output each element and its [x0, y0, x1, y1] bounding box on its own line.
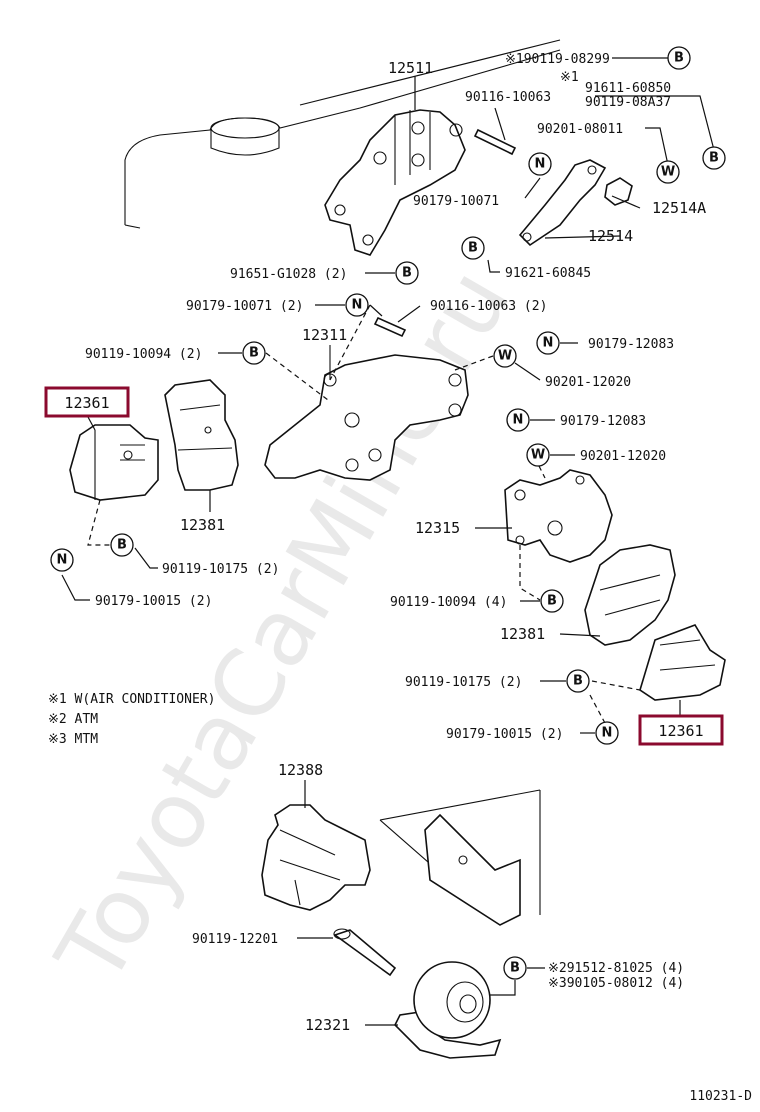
symbol-w-circle-3: [526, 443, 550, 467]
svg-text:N: N: [513, 413, 524, 428]
part-90201-12020-b[interactable]: 90201-12020: [580, 449, 666, 464]
symbol-b-circle-2: [702, 146, 726, 170]
mount-12361-left: [69, 424, 159, 501]
stud-90116-middle: [373, 316, 407, 338]
symbol-b-circle-3: [461, 236, 485, 260]
stay-12514: [518, 159, 607, 247]
part-90119-10094-2[interactable]: 90119-10094 (2): [85, 347, 202, 362]
bracket-12311: [264, 345, 469, 481]
part-90179-10071-2[interactable]: 90179-10071 (2): [186, 299, 303, 314]
part-90119-10094-4[interactable]: 90119-10094 (4): [390, 595, 507, 610]
stud-90116: [473, 128, 517, 156]
part-12361-right[interactable]: 12361: [658, 722, 703, 740]
svg-text:B: B: [510, 961, 520, 976]
insulator-12381-left: [164, 379, 239, 491]
symbol-b-circle-9: [503, 956, 527, 980]
part-12361-left[interactable]: 12361: [64, 394, 109, 412]
svg-text:B: B: [402, 266, 412, 281]
diagram-id: 110231-D: [689, 1089, 752, 1104]
part-12311[interactable]: 12311: [302, 326, 347, 344]
symbol-b-circle-5: [242, 341, 266, 365]
part-12514[interactable]: 12514: [588, 227, 633, 245]
symbol-b-circle-1: [667, 46, 691, 70]
bracket-12315: [504, 469, 613, 563]
symbol-n-circle-1: [528, 152, 552, 176]
symbol-n-circle-5: [50, 548, 74, 572]
part-12388[interactable]: 12388: [278, 761, 323, 779]
part-90119-10175-b[interactable]: 90119-10175 (2): [405, 675, 522, 690]
svg-text:B: B: [547, 594, 557, 609]
insulator-12381-right: [584, 544, 676, 646]
part-90119-12201[interactable]: 90119-12201: [192, 932, 278, 947]
svg-text:W: W: [661, 165, 675, 180]
symbol-b-circle-4: [395, 261, 419, 285]
symbol-circles: B B W N B B N B N W N W B N B B N: [50, 46, 726, 980]
mount-12321: [394, 961, 502, 1059]
part-12381-left[interactable]: 12381: [180, 516, 225, 534]
highlight-box-12361-right[interactable]: [638, 714, 724, 746]
symbol-b-circle-8: [566, 669, 590, 693]
part-90201-08011[interactable]: 90201-08011: [537, 122, 623, 137]
bracket-12511: [324, 109, 466, 256]
svg-text:B: B: [468, 241, 478, 256]
part-90179-10015-a[interactable]: 90179-10015 (2): [95, 594, 212, 609]
part-90179-12083-a[interactable]: 90179-12083: [588, 337, 674, 352]
part-12321[interactable]: 12321: [305, 1016, 350, 1034]
leader-lines: [61, 57, 715, 1026]
nut-12514A: [604, 177, 633, 206]
symbol-n-circle-2: [345, 293, 369, 317]
part-12511[interactable]: 12511: [388, 59, 433, 77]
part-291512-81025[interactable]: ※291512-81025 (4): [548, 961, 684, 976]
note-1: ※1 W(AIR CONDITIONER): [48, 692, 215, 707]
svg-text:B: B: [709, 151, 719, 166]
bracket-12388: [261, 804, 371, 911]
svg-text:B: B: [573, 674, 583, 689]
part-90179-10015-b[interactable]: 90179-10015 (2): [446, 727, 563, 742]
symbol-n-circle-6: [595, 721, 619, 745]
svg-text:N: N: [602, 726, 613, 741]
symbol-n-circle-4: [506, 408, 530, 432]
part-90116-10063-2[interactable]: 90116-10063 (2): [430, 299, 547, 314]
mount-12361-right: [639, 624, 726, 701]
mark-1: ※1: [560, 70, 579, 85]
transmission-outline: [379, 789, 541, 926]
svg-text:N: N: [57, 553, 68, 568]
note-3: ※3 MTM: [48, 732, 98, 747]
part-90119-10175-a[interactable]: 90119-10175 (2): [162, 562, 279, 577]
part-90179-12083-b[interactable]: 90179-12083: [560, 414, 646, 429]
engine-outline-top: [124, 39, 561, 229]
part-90179-10071[interactable]: 90179-10071: [413, 194, 499, 209]
svg-text:N: N: [543, 336, 554, 351]
part-12514A[interactable]: 12514A: [652, 199, 706, 217]
svg-text:B: B: [674, 51, 684, 66]
part-91611-60850[interactable]: 91611-60850: [585, 81, 671, 96]
svg-text:W: W: [498, 349, 512, 364]
note-2: ※2 ATM: [48, 712, 98, 727]
highlight-box-12361-left[interactable]: [44, 386, 130, 418]
part-91621-60845[interactable]: 91621-60845: [505, 266, 591, 281]
part-90116-10063[interactable]: 90116-10063: [465, 90, 551, 105]
svg-text:B: B: [117, 538, 127, 553]
part-12381-right[interactable]: 12381: [500, 625, 545, 643]
svg-text:N: N: [352, 298, 363, 313]
svg-text:W: W: [531, 448, 545, 463]
notes-legend: ※1 W(AIR CONDITIONER) ※2 ATM ※3 MTM: [48, 692, 215, 747]
part-labels[interactable]: 12511 ※190119-08299 ※1 91611-60850 90116…: [85, 52, 706, 1034]
part-90201-12020-a[interactable]: 90201-12020: [545, 375, 631, 390]
symbol-w-circle-1: [656, 160, 680, 184]
symbol-n-circle-3: [536, 331, 560, 355]
bolt-90119-12201: [333, 928, 397, 977]
symbol-w-circle-2: [493, 344, 517, 368]
symbol-b-circle-7: [540, 589, 564, 613]
part-12315[interactable]: 12315: [415, 519, 460, 537]
part-90119-08A37[interactable]: 90119-08A37: [585, 95, 671, 110]
part-91651-G1028[interactable]: 91651-G1028 (2): [230, 267, 347, 282]
svg-text:N: N: [535, 157, 546, 172]
svg-text:B: B: [249, 346, 259, 361]
part-190119-08299[interactable]: ※190119-08299: [505, 52, 610, 67]
part-390105-08012[interactable]: ※390105-08012 (4): [548, 976, 684, 991]
symbol-b-circle-6: [110, 533, 134, 557]
